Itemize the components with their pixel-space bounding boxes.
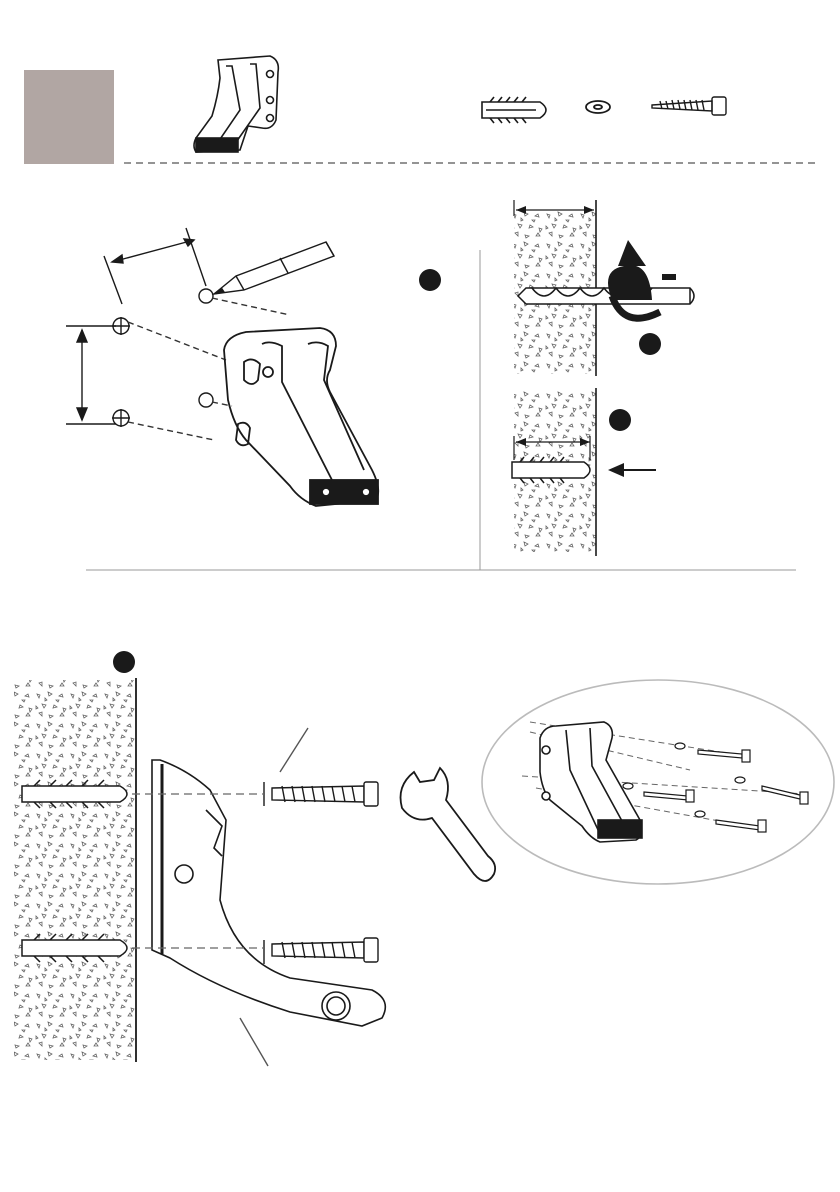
wrench-icon [401, 768, 496, 881]
lag-screw-icon [652, 97, 726, 115]
leader-line-lower [240, 1018, 268, 1066]
bracket-illustration [224, 328, 378, 506]
lag-screw-lower [272, 942, 364, 958]
step-2-drill-holes [514, 200, 694, 376]
push-arrow-icon [608, 463, 656, 477]
step-1-mark-holes [66, 228, 441, 506]
step-swatch [24, 70, 114, 164]
step-2-marker [639, 333, 661, 355]
lag-screw-upper [272, 786, 364, 802]
step-4-fasten-bracket [14, 651, 834, 1066]
leader-line-upper [280, 728, 308, 772]
step-3-marker [609, 409, 631, 431]
detail-circle [482, 680, 834, 884]
wall-plug-lower [22, 940, 127, 956]
washer-icon [586, 101, 610, 113]
pencil-icon [214, 242, 334, 294]
wall-section-large [14, 680, 136, 1060]
mounting-bracket-icon [194, 56, 278, 152]
step-1-marker [419, 269, 441, 291]
step-4-marker [113, 651, 135, 673]
rotation-arrow-icon [608, 240, 676, 318]
width-dimension-arrow [112, 240, 194, 262]
step-3-insert-plug [512, 388, 656, 556]
header [24, 56, 820, 164]
wall-plug-icon [482, 97, 546, 123]
wall-plug-upper [22, 786, 127, 802]
drill-bit-icon [518, 288, 694, 304]
